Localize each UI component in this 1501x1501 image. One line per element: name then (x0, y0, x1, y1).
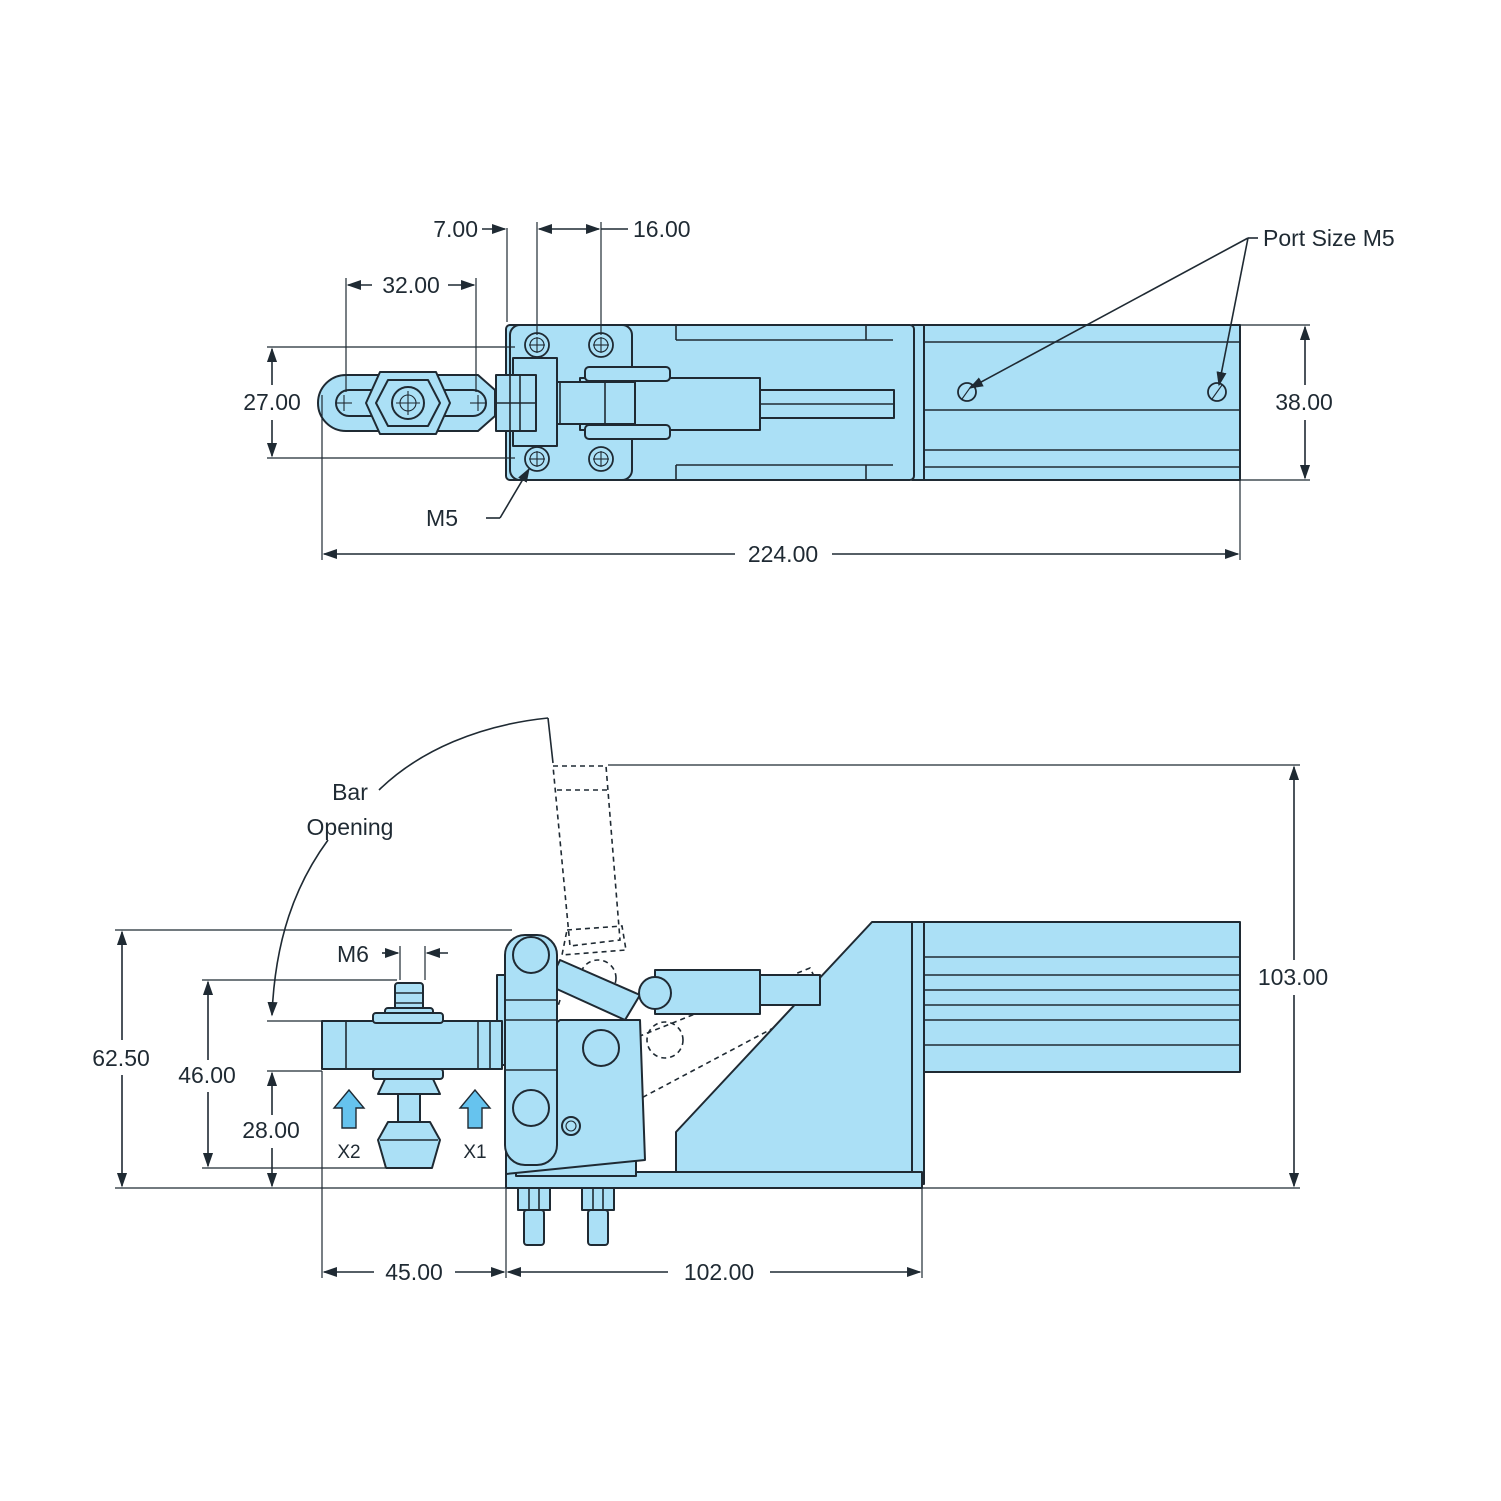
mount-hole-bl (524, 446, 550, 472)
dim-45: 45.00 (321, 1071, 507, 1285)
side-cylinder (921, 921, 1241, 1073)
x2-label: X2 (337, 1142, 360, 1163)
bolt-left (517, 1187, 551, 1246)
port-size-label: Port Size M5 (1263, 225, 1395, 251)
bolt-right (581, 1187, 615, 1246)
dim-38: 38.00 (1240, 324, 1333, 481)
top-view: 7.00 16.00 32.00 27.00 3 (243, 216, 1394, 567)
dim-45-label: 45.00 (385, 1259, 443, 1285)
dim-27: 27.00 (243, 346, 515, 459)
dim-46-label: 46.00 (178, 1062, 236, 1088)
side-view: X2 X1 Bar Opening M6 62.50 (92, 717, 1328, 1285)
x1-label: X1 (463, 1142, 486, 1163)
dim-32-label: 32.00 (382, 272, 440, 298)
dim-62-5-label: 62.50 (92, 1045, 150, 1071)
dim-102-label: 102.00 (684, 1259, 754, 1285)
dim-102: 102.00 (506, 1188, 923, 1285)
side-bracket (675, 921, 923, 1173)
dim-62-5: 62.50 (92, 929, 512, 1189)
dim-103-label: 103.00 (1258, 964, 1328, 990)
mount-hole-tr (588, 332, 614, 358)
dim-7: 7.00 (433, 216, 508, 322)
dim-32: 32.00 (345, 272, 477, 392)
m5-label: M5 (426, 505, 458, 531)
mount-hole-br (588, 446, 614, 472)
dim-46: 46.00 (178, 979, 397, 1169)
dim-27-label: 27.00 (243, 389, 301, 415)
port-size-callout: Port Size M5 (968, 225, 1395, 389)
bar-label: Bar (332, 779, 368, 805)
dim-103: 103.00 (608, 764, 1328, 1189)
spindle (372, 982, 444, 1169)
dim-28: 28.00 (242, 1020, 322, 1188)
dim-28-label: 28.00 (242, 1117, 300, 1143)
dim-38-label: 38.00 (1275, 389, 1333, 415)
top-cylinder (921, 324, 1241, 481)
dim-224-label: 224.00 (748, 541, 818, 567)
m6-label: M6 (337, 941, 369, 967)
x2-arrow (332, 1088, 366, 1129)
mount-hole-tl (524, 332, 550, 358)
dim-16: 16.00 (536, 216, 691, 335)
opening-label: Opening (307, 814, 394, 840)
dim-m6: M6 (337, 941, 448, 980)
side-clamp-bar (321, 1020, 503, 1070)
m5-callout: M5 (426, 467, 530, 531)
dim-7-label: 7.00 (433, 216, 478, 242)
dim-16-label: 16.00 (633, 216, 691, 242)
dim-224: 224.00 (321, 395, 1241, 567)
bar-opening-callout: Bar Opening (267, 717, 554, 1017)
port-hole-2 (1207, 382, 1227, 402)
x1-arrow (458, 1088, 492, 1129)
